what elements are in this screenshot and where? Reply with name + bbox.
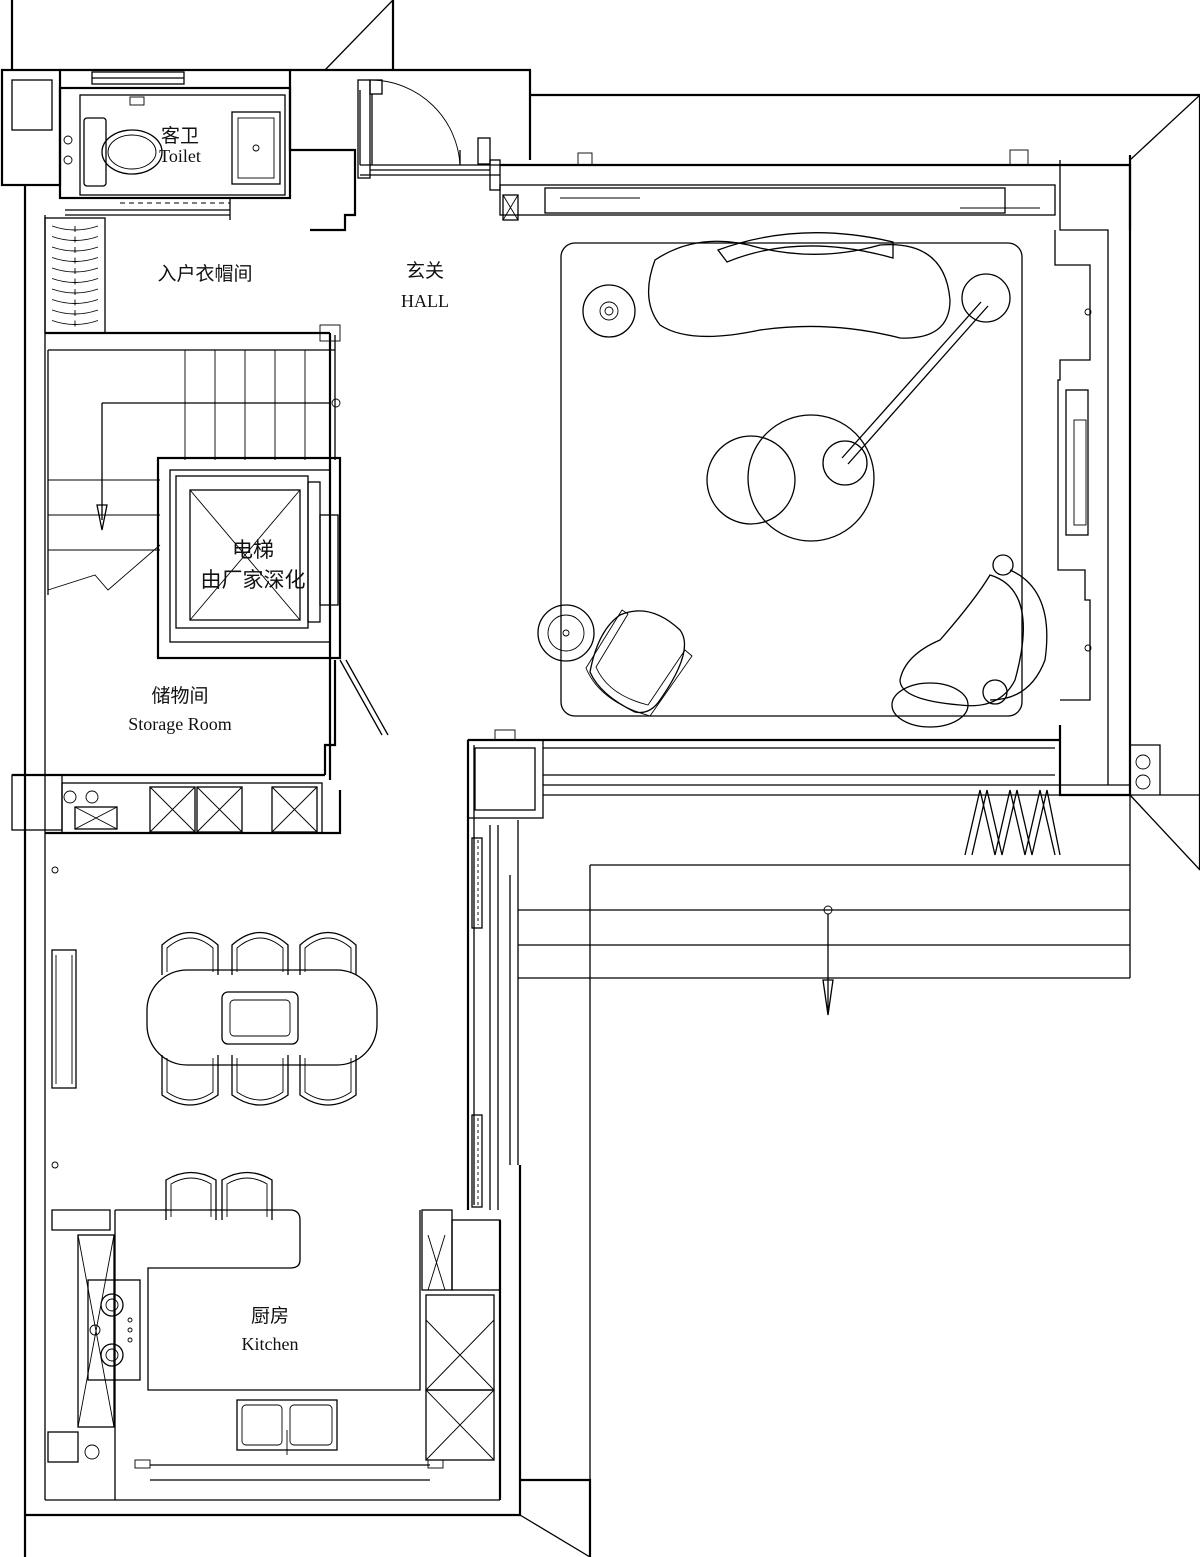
hall-label: 玄关 HALL — [395, 260, 455, 312]
armchair-icon — [585, 609, 693, 717]
elevator-note: 由厂家深化 — [200, 568, 306, 593]
bar-stool-icon — [165, 1171, 217, 1220]
dining-chair-icon — [299, 932, 357, 975]
sofa-icon — [647, 232, 951, 339]
lounge-chair-icon — [891, 554, 1048, 728]
hall-label-cn: 玄关 — [405, 261, 444, 282]
hall-label-en: HALL — [401, 290, 449, 311]
kitchen — [47, 1209, 501, 1500]
storage-room — [11, 659, 389, 835]
toilet-bowl-icon — [83, 117, 163, 187]
dining-chair-icon — [231, 932, 289, 975]
toilet-label-en: Toilet — [159, 145, 201, 166]
cloakroom-label-cn: 入户衣帽间 — [157, 264, 253, 285]
dining-chair-icon — [161, 1055, 219, 1106]
kitchen-sink-icon — [236, 1399, 338, 1455]
living-room — [468, 93, 1200, 1480]
bar-stool-icon — [221, 1171, 273, 1220]
dining-chair-icon — [161, 932, 219, 975]
storage-label: 储物间 Storage Room — [110, 685, 250, 735]
toilet-room — [58, 70, 357, 232]
storage-label-cn: 储物间 — [151, 686, 209, 707]
gas-stove-icon — [89, 1293, 133, 1367]
kitchen-label: 厨房 Kitchen — [225, 1305, 315, 1355]
entry-door — [357, 79, 501, 191]
dining-sliding-door — [466, 739, 544, 1210]
dining-chair-icon — [231, 1055, 289, 1106]
dining-chair-icon — [299, 1055, 357, 1106]
toilet-label: 客卫 Toilet — [150, 125, 210, 167]
elevator-label: 电梯 由厂家深化 — [188, 537, 318, 594]
hanger-rack-icon — [51, 225, 99, 327]
cloakroom-label: 入户衣帽间 — [150, 263, 260, 287]
dining-area — [51, 866, 378, 1231]
toilet-label-cn: 客卫 — [160, 126, 199, 147]
sink-icon — [231, 111, 281, 185]
elevator-label-cn: 电梯 — [232, 538, 274, 562]
staircase — [47, 335, 341, 595]
storage-label-en: Storage Room — [128, 713, 232, 734]
kitchen-label-cn: 厨房 — [250, 1306, 289, 1327]
kitchen-label-en: Kitchen — [241, 1333, 299, 1354]
